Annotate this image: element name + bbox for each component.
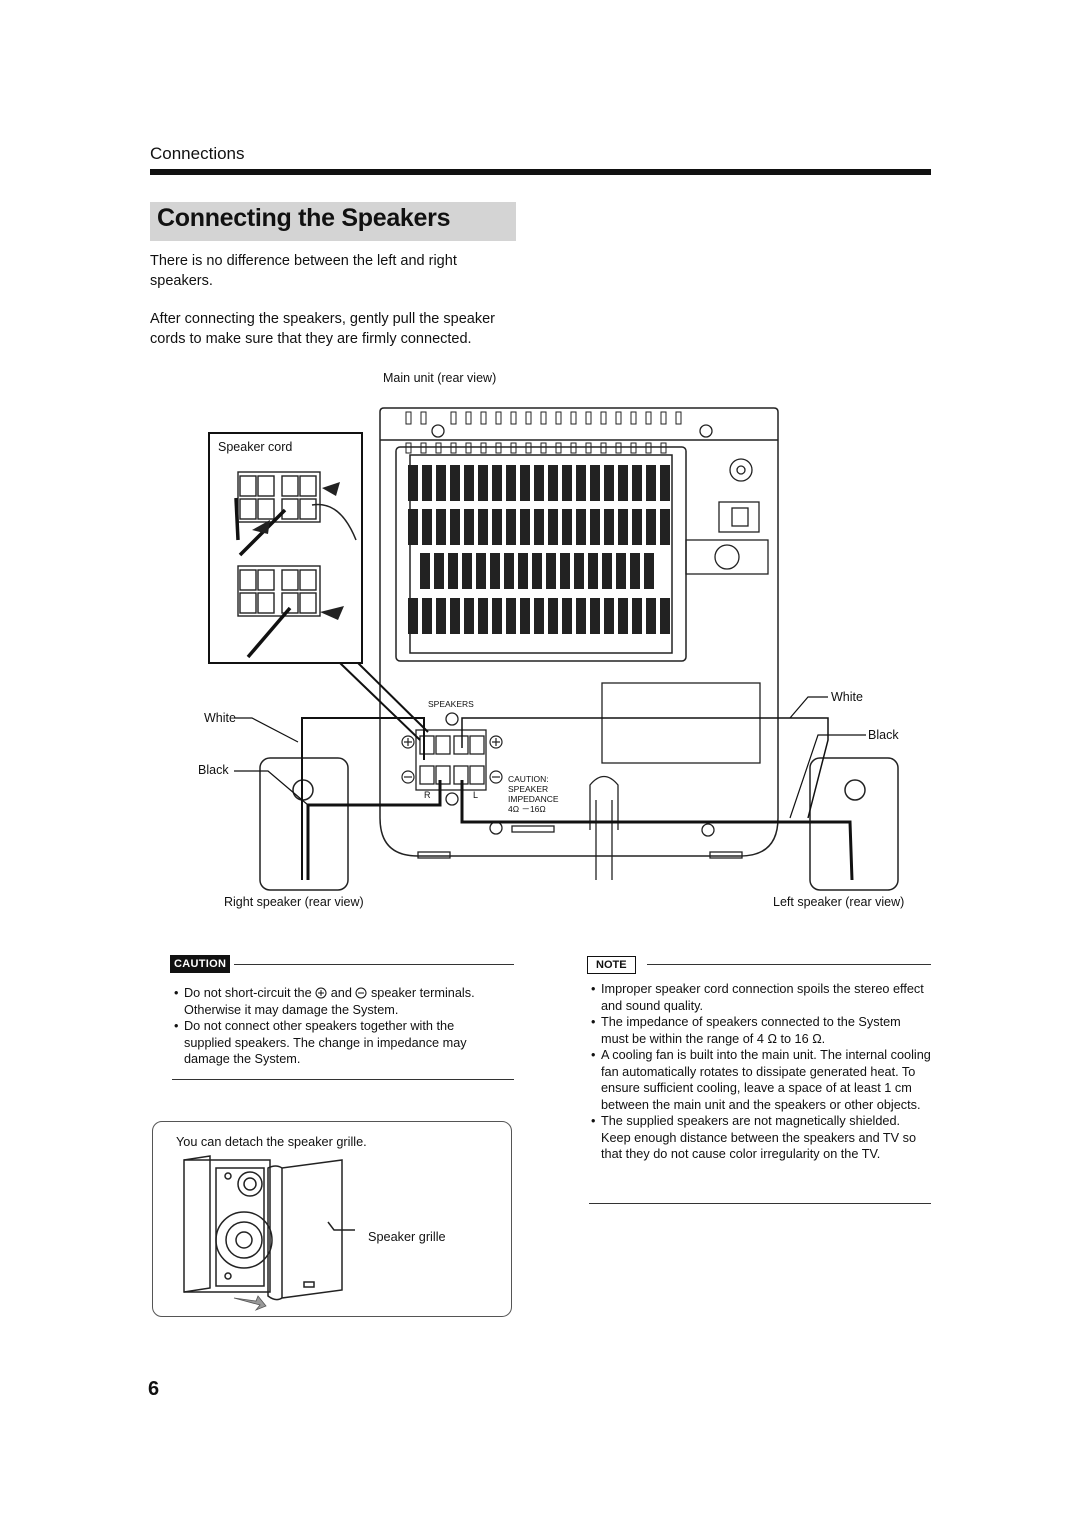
note-badge: NOTE <box>587 956 636 974</box>
right-speaker-rear <box>259 757 349 891</box>
arrow-icon <box>233 1295 267 1311</box>
main-unit-label: Main unit (rear view) <box>383 371 497 385</box>
page-number: 6 <box>148 1378 160 1400</box>
speaker-grille-label: Speaker grille <box>368 1230 446 1244</box>
arrow-icon <box>252 482 344 620</box>
r-channel-label: R <box>424 790 431 800</box>
speaker-grille-illustration <box>183 1155 355 1311</box>
caution-list: Do not short-circuit the and speaker ter… <box>172 985 502 1068</box>
top-vents <box>405 411 682 454</box>
caution-end-rule <box>172 1079 514 1080</box>
note-end-rule <box>589 1203 931 1204</box>
list-item: The supplied speakers are not magnetical… <box>589 1113 931 1163</box>
note-rule <box>647 964 931 965</box>
section-label: Connections <box>150 144 245 163</box>
caution-rule <box>234 964 514 965</box>
section-divider <box>150 169 931 175</box>
plus-circle-icon <box>315 987 327 999</box>
title-background <box>150 202 516 241</box>
list-item: Do not short-circuit the and speaker ter… <box>172 985 502 1018</box>
speaker-cord-label: Speaker cord <box>218 440 293 454</box>
intro-paragraph-1: There is no difference between the left … <box>150 253 457 289</box>
grille-caption: You can detach the speaker grille. <box>176 1135 367 1149</box>
terminal-closeup-inset <box>208 432 363 664</box>
black-wire-left <box>460 780 854 881</box>
white-wire-label-left: White <box>204 711 236 725</box>
list-item: Improper speaker cord connection spoils … <box>589 981 931 1014</box>
impedance-caution-text: CAUTION: SPEAKER IMPEDANCE 4Ω －16Ω <box>508 774 559 814</box>
black-wire-label-left: Black <box>198 763 229 777</box>
plus-circle-icon <box>401 735 415 749</box>
plus-circle-icon <box>489 735 503 749</box>
left-speaker-rear <box>809 757 899 891</box>
speaker-connection-diagram <box>208 407 899 891</box>
list-item: A cooling fan is built into the main uni… <box>589 1047 931 1113</box>
l-channel-label: L <box>473 790 479 800</box>
note-list: Improper speaker cord connection spoils … <box>589 981 931 1163</box>
white-wire-right <box>301 717 425 880</box>
black-wire-right <box>306 780 442 880</box>
right-speaker-label: Right speaker (rear view) <box>224 895 364 909</box>
speakers-panel-label: SPEAKERS <box>428 699 474 709</box>
page-title: Connecting the Speakers <box>157 204 451 232</box>
list-item: The impedance of speakers connected to t… <box>589 1014 931 1047</box>
minus-circle-icon <box>489 770 503 784</box>
left-speaker-label: Left speaker (rear view) <box>773 895 905 909</box>
fan-vent-slots <box>408 465 670 634</box>
grille-info-box <box>152 1121 512 1317</box>
minus-circle-icon <box>401 770 415 784</box>
caution-badge: CAUTION <box>170 955 231 973</box>
main-unit-outline <box>379 407 779 857</box>
intro-paragraph-2: After connecting the speakers, gently pu… <box>150 311 495 347</box>
white-wire-left <box>461 717 829 819</box>
inset-terminals <box>237 471 357 617</box>
list-item: Do not connect other speakers together w… <box>172 1018 502 1068</box>
minus-circle-icon <box>355 987 367 999</box>
white-wire-label-right: White <box>831 690 863 704</box>
black-wire-label-right: Black <box>868 728 899 742</box>
